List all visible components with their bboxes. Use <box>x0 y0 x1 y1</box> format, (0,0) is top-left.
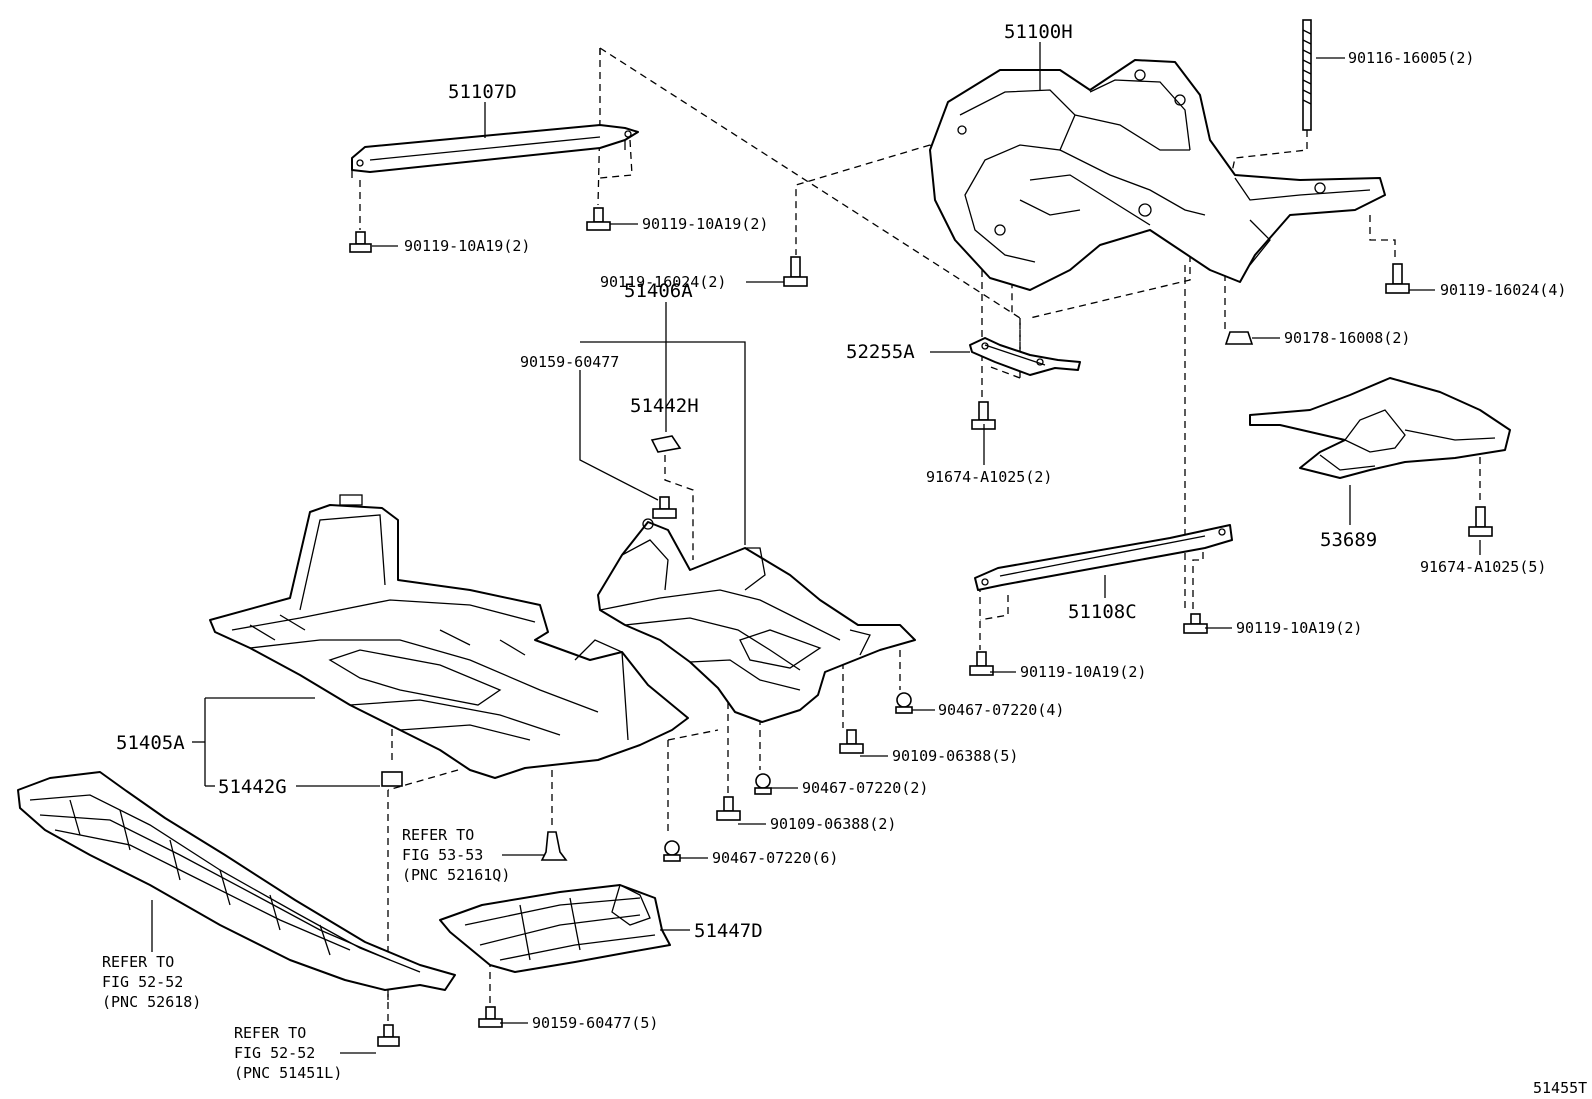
clip-icon <box>754 773 772 795</box>
label-52255a: 52255A <box>846 341 915 363</box>
nut-icon <box>381 771 403 787</box>
figure-id: 51455T <box>1533 1079 1587 1097</box>
label-90159-60477-5: 90159-60477(5) <box>532 1014 658 1032</box>
bolt-icon <box>478 1006 503 1028</box>
engine-under-cover-51406a <box>597 518 916 723</box>
label-91674-a1025-b: 91674-A1025(5) <box>1420 558 1546 576</box>
ref-note-52-52-a-line3: (PNC 52618) <box>102 993 201 1011</box>
crossmember-51100h <box>929 59 1386 291</box>
label-51100h: 51100H <box>1004 21 1073 43</box>
label-51442g: 51442G <box>218 776 287 798</box>
bumper-under-guard <box>17 771 456 991</box>
label-90119-16024-b: 90119-16024(4) <box>1440 281 1566 299</box>
bolt-icon <box>652 496 677 519</box>
brace-51108c <box>974 524 1233 591</box>
ref-note-52-52-a-line2: FIG 52-52 <box>102 973 183 991</box>
label-91674-a1025-a: 91674-A1025(2) <box>926 468 1052 486</box>
label-90467-07220-2: 90467-07220(2) <box>802 779 928 797</box>
label-90116-16005: 90116-16005(2) <box>1348 49 1474 67</box>
label-90467-07220-4: 90467-07220(4) <box>938 701 1064 719</box>
bracket-52255a <box>969 337 1081 376</box>
stud-icon <box>1302 19 1312 131</box>
fasteners <box>349 19 1493 1047</box>
clip-icon <box>895 692 913 714</box>
bolt-icon <box>1468 506 1493 537</box>
label-51442h: 51442H <box>630 395 699 417</box>
bolt-icon <box>783 256 808 287</box>
label-90119-10a19-a: 90119-10A19(2) <box>404 237 530 255</box>
label-90119-16024-a: 90119-16024(2) <box>600 273 726 291</box>
ref-note-53-53-line2: FIG 53-53 <box>402 846 483 864</box>
push-clip-icon <box>540 831 568 861</box>
ref-note-52-52-b-line2: FIG 52-52 <box>234 1044 315 1062</box>
label-51108c: 51108C <box>1068 601 1137 623</box>
label-51447d: 51447D <box>694 920 763 942</box>
bolt-icon <box>1385 263 1410 294</box>
label-51405a: 51405A <box>116 732 185 754</box>
clip-icon <box>650 435 682 453</box>
bolt-icon <box>349 231 372 253</box>
clip-icon <box>663 840 681 862</box>
bolt-icon <box>969 651 994 676</box>
plate-51447d <box>439 884 671 973</box>
label-90119-10a19-d: 90119-10A19(2) <box>1020 663 1146 681</box>
part-labels: 51100H 90116-16005(2) 51107D 90119-10A19… <box>116 21 1566 1032</box>
label-90109-06388-5: 90109-06388(5) <box>892 747 1018 765</box>
bolt-icon <box>716 796 741 821</box>
bolt-icon <box>839 729 864 754</box>
ref-note-52-52-a-line1: REFER TO <box>102 953 174 971</box>
label-51107d: 51107D <box>448 81 517 103</box>
nut-icon <box>1224 331 1254 345</box>
clip-icon <box>377 1024 400 1047</box>
leader-lines <box>151 42 1481 1054</box>
label-51406a: 51406A <box>624 280 693 302</box>
label-90159-60477: 90159-60477 <box>520 353 619 371</box>
ref-note-53-53-line3: (PNC 52161Q) <box>402 866 510 884</box>
label-90119-10a19-b: 90119-10A19(2) <box>642 215 768 233</box>
brace-plate-53689 <box>1249 377 1511 479</box>
label-90109-06388-2: 90109-06388(2) <box>770 815 896 833</box>
label-90178-16008: 90178-16008(2) <box>1284 329 1410 347</box>
label-90119-10a19-c: 90119-10A19(2) <box>1236 619 1362 637</box>
engine-under-cover-51405a <box>209 494 689 779</box>
reference-notes: REFER TO FIG 53-53 (PNC 52161Q) REFER TO… <box>102 826 1587 1097</box>
ref-note-52-52-b-line1: REFER TO <box>234 1024 306 1042</box>
ref-note-53-53-line1: REFER TO <box>402 826 474 844</box>
bolt-icon <box>1183 613 1208 634</box>
ref-note-52-52-b-line3: (PNC 51451L) <box>234 1064 342 1082</box>
label-90467-07220-6: 90467-07220(6) <box>712 849 838 867</box>
label-53689: 53689 <box>1320 529 1377 551</box>
brace-51107d <box>351 124 639 178</box>
bolt-icon <box>586 207 611 231</box>
